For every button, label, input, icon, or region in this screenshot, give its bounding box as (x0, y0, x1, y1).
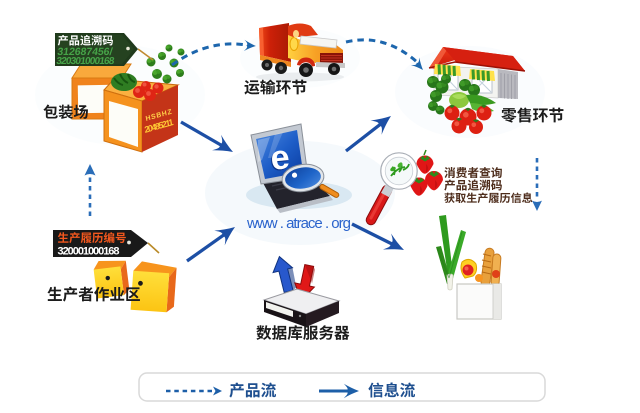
svg-text:320001000168: 320001000168 (58, 246, 120, 258)
svg-text:www . atrace . org: www . atrace . org (246, 215, 351, 232)
svg-text:e: e (268, 139, 291, 179)
svg-text:e: e (269, 138, 292, 178)
svg-text:312687456/: 312687456/ (57, 46, 114, 58)
svg-text:320301000168: 320301000168 (56, 56, 116, 67)
